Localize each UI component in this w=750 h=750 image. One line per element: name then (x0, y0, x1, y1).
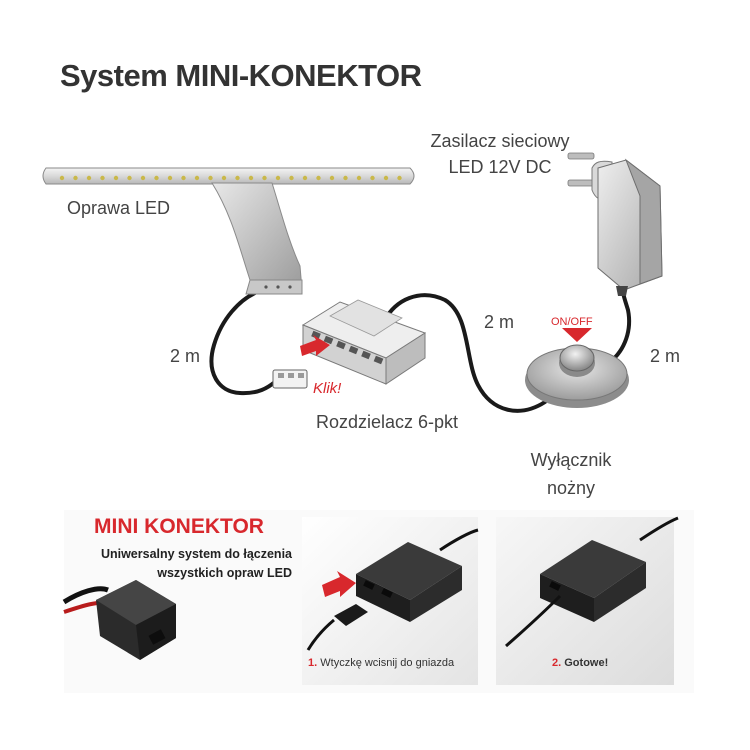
led-dot (383, 175, 389, 181)
led-dot (302, 175, 308, 181)
led-dot (397, 175, 402, 181)
cable-switch-to-adapter (608, 284, 631, 364)
cable-length-left: 2 m (170, 346, 201, 366)
splitter-port (311, 330, 321, 340)
switch-label-line2: nożny (546, 478, 596, 498)
click-arrow (300, 335, 330, 356)
mini-plug-illustration (272, 369, 308, 389)
step2-photo (496, 516, 679, 685)
led-dot (113, 175, 119, 181)
led-dot (140, 175, 146, 181)
led-dot (127, 175, 132, 181)
step2-caption: 2. Gotowe! (552, 657, 608, 669)
splitter-port (336, 340, 346, 350)
mini-konektor-subtitle: Uniwersalny system do łączenia wszystkic… (101, 545, 292, 583)
onoff-label: ON/OFF (551, 316, 593, 328)
mini-connector-photo (62, 580, 176, 660)
splitter-port (348, 345, 359, 355)
step2-number: 2. (552, 657, 562, 669)
cable-length-middle: 2 m (484, 312, 515, 332)
led-dot (86, 175, 92, 181)
click-label: Klik! (313, 380, 342, 397)
led-dot (262, 175, 267, 181)
power-adapter-label: Zasilacz sieciowy LED 12V DC (420, 128, 580, 180)
switch-label: Wyłącznik nożny (506, 446, 636, 502)
led-dot (154, 175, 159, 181)
splitter-port (323, 335, 334, 345)
led-dot (343, 175, 348, 181)
power-adapter-label-line1: Zasilacz sieciowy (430, 131, 570, 151)
splitter-ports (311, 330, 384, 365)
step1-photo (302, 517, 479, 685)
led-dot (181, 175, 186, 181)
cable-fixture-to-plug (209, 291, 278, 396)
step2-text: Gotowe! (564, 657, 609, 669)
power-adapter-label-line2: LED 12V DC (448, 157, 552, 177)
led-fixture-illustration (42, 167, 415, 295)
fixture-label: Oprawa LED (67, 198, 171, 218)
led-dot (356, 175, 362, 181)
led-dot (235, 175, 240, 181)
power-adapter-illustration (567, 152, 663, 296)
led-dot (208, 175, 213, 181)
led-dot (167, 175, 173, 181)
mini-konektor-subtitle-line1: Uniwersalny system do łączenia (100, 547, 292, 561)
led-dot (100, 175, 105, 181)
page-title: System MINI-KONEKTOR (60, 58, 422, 93)
splitter-port (373, 355, 384, 365)
step1-caption: 1. Wtyczkę wcisnij do gniazda (308, 657, 454, 669)
led-dots (59, 175, 402, 181)
splitter-port (361, 350, 371, 360)
foot-switch-illustration (525, 328, 629, 408)
cable-length-right: 2 m (650, 346, 681, 366)
cable-splitter-to-switch (383, 293, 547, 413)
led-dot (329, 175, 335, 181)
mini-konektor-title: MINI KONEKTOR (94, 515, 264, 538)
led-dot (73, 175, 78, 181)
led-dot (59, 175, 65, 181)
step1-number: 1. (308, 657, 318, 669)
switch-label-line1: Wyłącznik (530, 450, 612, 470)
step1-text: Wtyczkę wcisnij do gniazda (320, 657, 455, 669)
led-dot (316, 175, 321, 181)
led-dot (289, 175, 294, 181)
led-dot (248, 175, 254, 181)
led-dot (194, 175, 200, 181)
mini-konektor-subtitle-line2: wszystkich opraw LED (157, 566, 292, 580)
led-dot (221, 175, 227, 181)
splitter-label: Rozdzielacz 6-pkt (316, 412, 459, 432)
led-dot (370, 175, 375, 181)
splitter-illustration (301, 299, 427, 385)
led-dot (275, 175, 281, 181)
